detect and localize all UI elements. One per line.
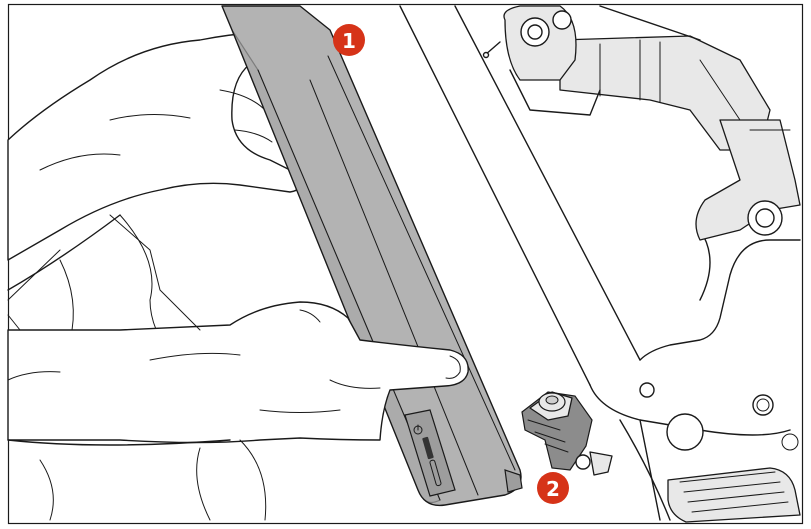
lower-hand bbox=[7, 301, 469, 521]
pivot-bolt bbox=[755, 208, 775, 228]
step-badge-1: 1 bbox=[333, 24, 365, 56]
step-badge-2: 2 bbox=[537, 472, 569, 504]
battery-charge-indicator bbox=[422, 436, 434, 460]
frame-hole bbox=[781, 433, 799, 451]
frame-hole bbox=[752, 394, 774, 416]
shock-bolt bbox=[527, 24, 543, 40]
illustration-border bbox=[7, 3, 804, 525]
step-badge-1-circle bbox=[333, 24, 365, 56]
frame-hole bbox=[639, 382, 655, 398]
step-badge-2-circle bbox=[537, 472, 569, 504]
battery-lock bbox=[521, 391, 613, 476]
arm-sleeve bbox=[7, 214, 201, 331]
step-badge-1-label: 1 bbox=[342, 29, 356, 53]
lock-screw bbox=[575, 454, 591, 470]
frame-hole bbox=[666, 413, 704, 451]
rear-shock bbox=[482, 5, 801, 241]
shock-bolt bbox=[552, 10, 572, 30]
bike-frame bbox=[399, 5, 801, 523]
frame-hole bbox=[756, 398, 770, 412]
step-badge-2-label: 2 bbox=[546, 477, 560, 501]
